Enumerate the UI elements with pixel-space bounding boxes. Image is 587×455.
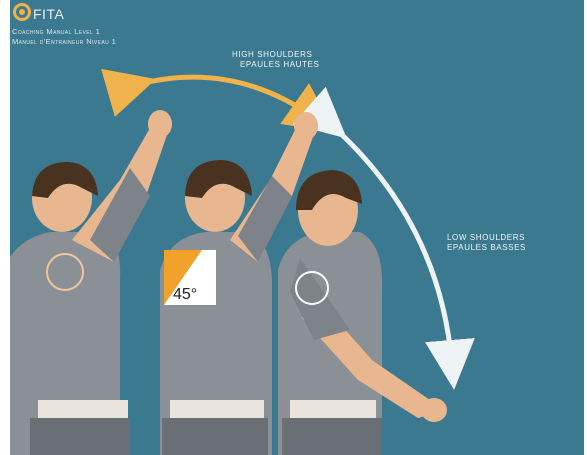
high-shoulders-label-fr: EPAULES HAUTES [240,60,319,69]
high-shoulders-label-en: HIGH SHOULDERS [232,50,312,59]
low-shoulders-label-fr: EPAULES BASSES [447,243,526,252]
archer-figure-high-shoulders [10,110,172,455]
fita-target-logo-icon [13,3,31,21]
angle-label: 45° [173,286,197,304]
illustration-stage: FITA Coaching Manual Level 1 Manuel d'En… [10,0,584,455]
archer-figure-low-shoulders [278,170,447,455]
subtitle-english: Coaching Manual Level 1 [12,27,100,36]
brand-title: FITA [33,6,64,22]
subtitle-french: Manuel d'Entraineur Niveau 1 [12,37,116,46]
low-shoulders-label-en: LOW SHOULDERS [447,233,525,242]
